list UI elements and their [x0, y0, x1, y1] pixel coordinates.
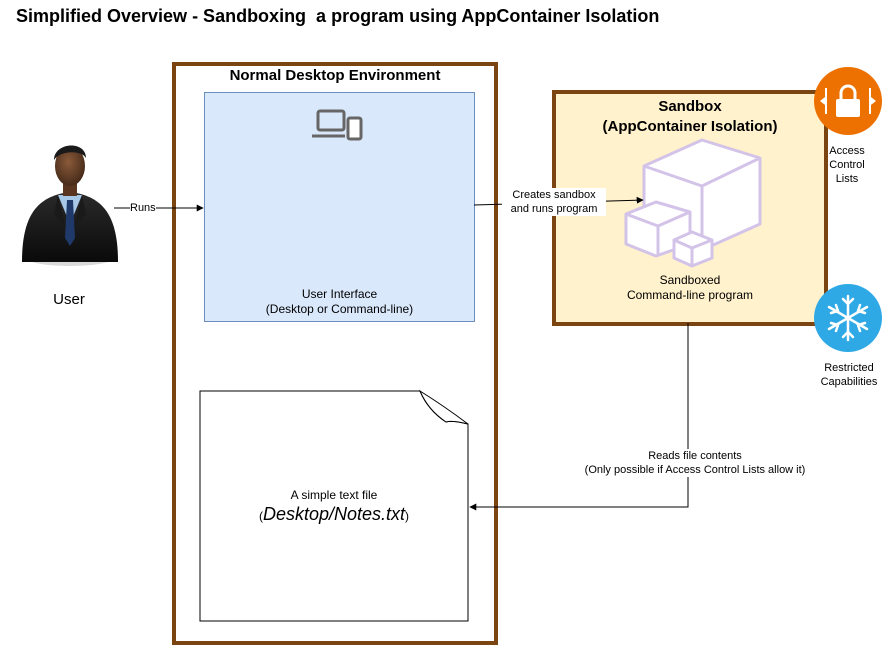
sandbox-title-line1: Sandbox: [658, 98, 722, 115]
rc-line2: Capabilities: [820, 376, 878, 388]
path-open-paren: (: [258, 509, 263, 523]
creates-line1: Creates sandbox: [512, 189, 596, 201]
sandbox-title-line2: (AppContainer Isolation): [602, 118, 778, 135]
desktop-environment-container: [172, 62, 498, 645]
access-control-lists-label: Access Control Lists: [818, 144, 876, 186]
text-file-path: (Desktop/Notes.txt): [200, 504, 468, 525]
reads-line1: Reads file contents: [648, 450, 742, 462]
ui-label-line1: User Interface: [301, 287, 378, 301]
sandbox-title: Sandbox (AppContainer Isolation): [556, 97, 824, 137]
rc-line1: Restricted: [824, 362, 874, 374]
devices-icon: [312, 109, 363, 141]
user-label: User: [53, 291, 85, 308]
ui-label-line2: (Desktop or Command-line): [265, 302, 414, 316]
acl-line1: Access: [829, 145, 865, 157]
reads-line2: (Only possible if Access Control Lists a…: [584, 464, 806, 476]
acl-line3: Lists: [835, 173, 859, 185]
runs-edge-label: Runs: [130, 201, 156, 215]
path-close-paren: ): [405, 509, 410, 523]
sandboxed-program-label: Sandboxed Command-line program: [556, 273, 824, 303]
cubes-icon: [624, 138, 762, 268]
text-file-label: A simple text file: [290, 488, 378, 502]
reads-file-edge-label: Reads file contents (Only possible if Ac…: [560, 449, 830, 477]
reads-file-arrow: [469, 323, 689, 511]
creates-line2: and runs program: [510, 203, 598, 215]
path-text: Desktop/Notes.txt: [262, 504, 406, 524]
snowflake-icon: [814, 284, 882, 352]
user-interface-label: User Interface (Desktop or Command-line): [204, 287, 475, 317]
sandboxed-program-line1: Sandboxed: [659, 273, 721, 287]
user-person-icon: [22, 145, 118, 266]
diagram-title: Simplified Overview - Sandboxing a progr…: [16, 6, 660, 26]
padlock-icon: [814, 67, 882, 135]
sandboxed-program-line2: Command-line program: [626, 288, 754, 302]
desktop-environment-title: Normal Desktop Environment: [229, 67, 441, 84]
creates-sandbox-edge-label: Creates sandbox and runs program: [502, 188, 606, 216]
acl-line2: Control: [829, 159, 865, 171]
restricted-capabilities-label: Restricted Capabilities: [804, 361, 886, 389]
